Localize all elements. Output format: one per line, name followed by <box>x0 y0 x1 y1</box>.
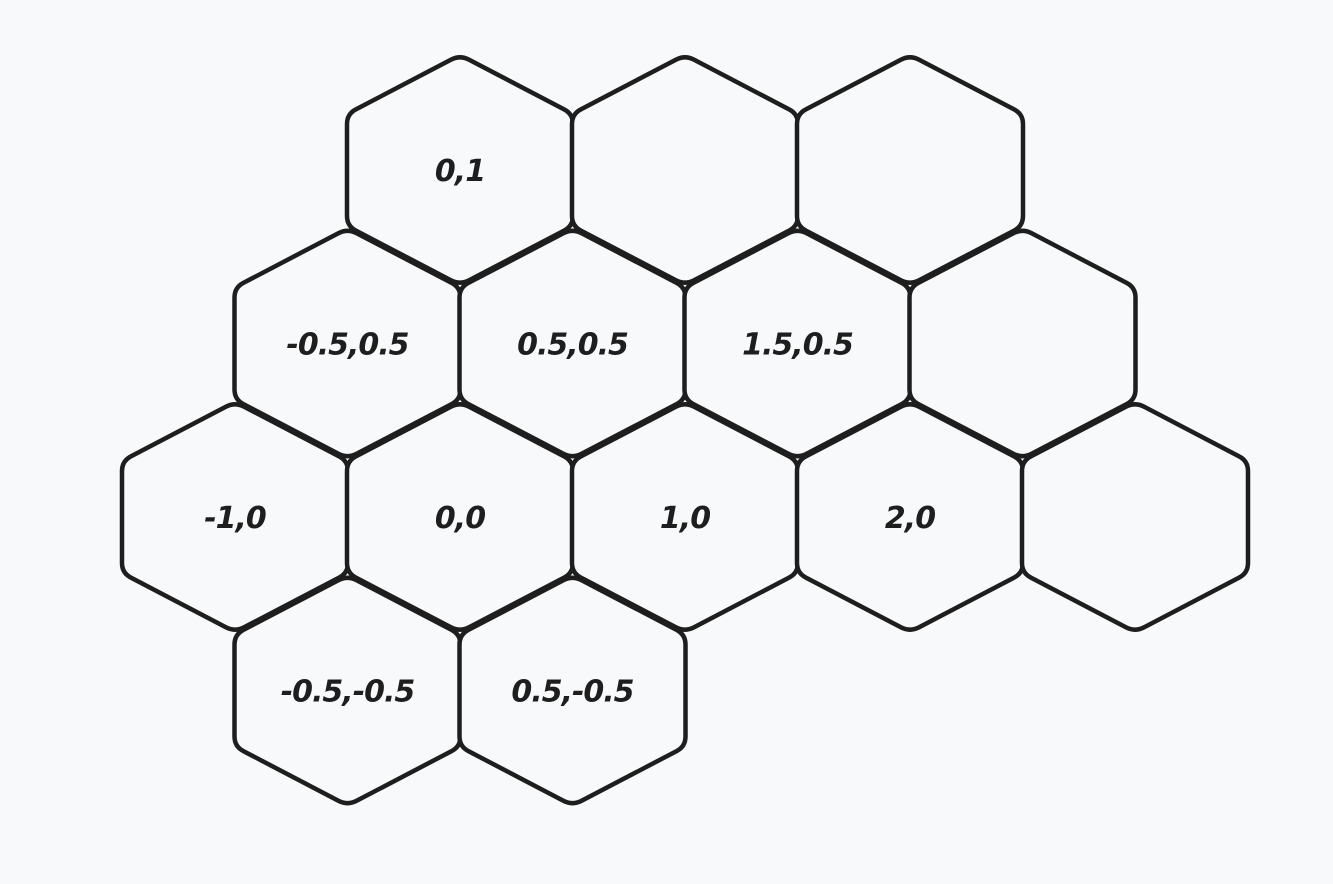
hexagon-shape <box>569 402 801 632</box>
hexagon-shape <box>794 402 1026 632</box>
hex-label: 1,0 <box>660 501 710 536</box>
hex-label: 0,0 <box>435 501 485 536</box>
hex-label: 0.5,-0.5 <box>511 675 633 710</box>
hex-label: -0.5,-0.5 <box>281 675 415 710</box>
hex-cell: 0,0 <box>344 402 576 632</box>
hexagon-shape <box>457 575 688 806</box>
hex-label: -0.5,0.5 <box>286 328 408 363</box>
hex-cell: -0.5,-0.5 <box>232 575 463 806</box>
hex-label: -1,0 <box>204 501 266 536</box>
hex-cell: 2,0 <box>794 402 1026 632</box>
hex-cell: -0.5,0.5 <box>232 228 463 459</box>
hex-label: 1.5,0.5 <box>742 328 853 363</box>
hex-layer: 0,1 -0.5,0.5 0.5,0.5 1.5,0.5 -1,0 0,0 1,0 2,0 -0… <box>119 55 1251 806</box>
hex-label: 0.5,0.5 <box>517 328 628 363</box>
hexagon-shape <box>1019 402 1251 632</box>
hex-label: 0,1 <box>435 154 485 189</box>
hex-cell: 1,0 <box>569 402 801 632</box>
hex-label: 2,0 <box>885 501 935 536</box>
hexagon-shape <box>232 575 463 806</box>
hex-cell: 0.5,-0.5 <box>457 575 688 806</box>
hex-cell: 0.5,0.5 <box>457 228 688 459</box>
hex-cell <box>1019 402 1251 632</box>
